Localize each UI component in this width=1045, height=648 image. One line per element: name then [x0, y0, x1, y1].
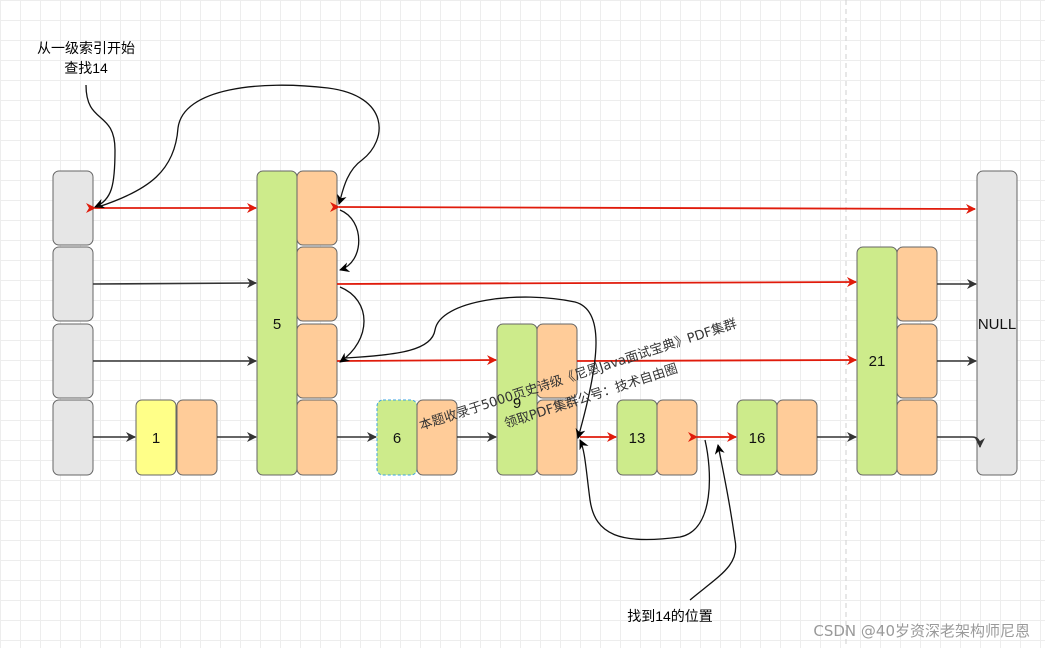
node-1-pointer [176, 399, 218, 476]
node-label-1: 1 [152, 430, 160, 447]
node-1 [135, 399, 218, 476]
csdn-credit: CSDN @40岁资深老架构师尼恩 [813, 622, 1030, 640]
node-label-21: 21 [869, 353, 886, 370]
search-5-l4-to-null [329, 201, 976, 214]
node-13-pointer [656, 399, 698, 476]
curve-5-l3-to-l2 [339, 286, 365, 363]
search-curves [85, 84, 737, 601]
curve-found-pointer [689, 444, 737, 601]
search-5-l3-to-21 [336, 277, 857, 288]
search-9-l2-to-21 [576, 355, 857, 366]
node-label-6: 6 [393, 430, 401, 447]
node-label-9: 9 [513, 395, 521, 412]
node-16-pointer [776, 399, 818, 476]
node-21-pointer-3 [896, 246, 938, 322]
search-path [86, 201, 976, 442]
node-5-pointer-1 [296, 399, 338, 476]
node-13 [616, 399, 698, 476]
start-annotation-line1: 从一级索引开始 [37, 40, 135, 56]
node-21-pointer-2 [896, 323, 938, 399]
curve-5-top-loop [97, 84, 380, 208]
curve-9-bottom-loop [579, 439, 711, 541]
search-5-l2-to-9 [336, 355, 497, 366]
head-level-3 [52, 246, 94, 322]
head-level-1 [52, 399, 94, 476]
node-21-pointer-1 [896, 399, 938, 476]
curve-5-l4-to-l3 [339, 209, 360, 273]
node-label-5: 5 [273, 316, 281, 333]
node-1-key [135, 399, 177, 476]
node-label-null: NULL [978, 316, 1016, 333]
node-5-pointer-4 [296, 170, 338, 246]
node-label-13: 13 [629, 430, 646, 447]
node-6 [376, 399, 458, 476]
node-16 [736, 399, 818, 476]
node-label-16: 16 [749, 430, 766, 447]
null-node [976, 170, 1018, 476]
start-annotation-line2: 查找14 [64, 60, 108, 76]
node-5 [256, 170, 338, 476]
forward-links [92, 278, 985, 448]
node-5-pointer-2 [296, 323, 338, 399]
node-5-pointer-3 [296, 246, 338, 322]
head-level-2 [52, 323, 94, 399]
node-6-key [376, 399, 418, 476]
link-21-l1-to-null [937, 436, 985, 448]
head-level-4 [52, 170, 94, 246]
curve-9-loop [344, 296, 597, 439]
node-9 [496, 323, 578, 476]
found-annotation: 找到14的位置 [627, 608, 713, 624]
node-9-key [496, 323, 538, 476]
head-node [52, 170, 94, 476]
link-head-l3-to-5 [92, 278, 257, 289]
curve-start-annotation [85, 84, 116, 209]
node-5-key [256, 170, 298, 476]
